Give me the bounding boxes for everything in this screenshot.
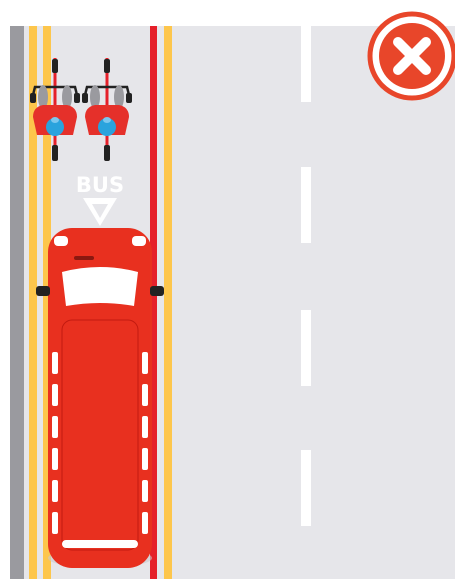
bus-lane-marking-text: BUS [76, 173, 124, 197]
lane-dash [301, 167, 311, 243]
mirror-left [36, 286, 50, 296]
lane-dash [301, 450, 311, 526]
lane-dash [301, 310, 311, 386]
mirror-right [150, 286, 164, 296]
x-circle-icon [370, 14, 454, 98]
curb [10, 26, 24, 579]
red-van [36, 228, 164, 568]
lane-dash [301, 26, 311, 102]
yellow-line-right [164, 26, 172, 579]
